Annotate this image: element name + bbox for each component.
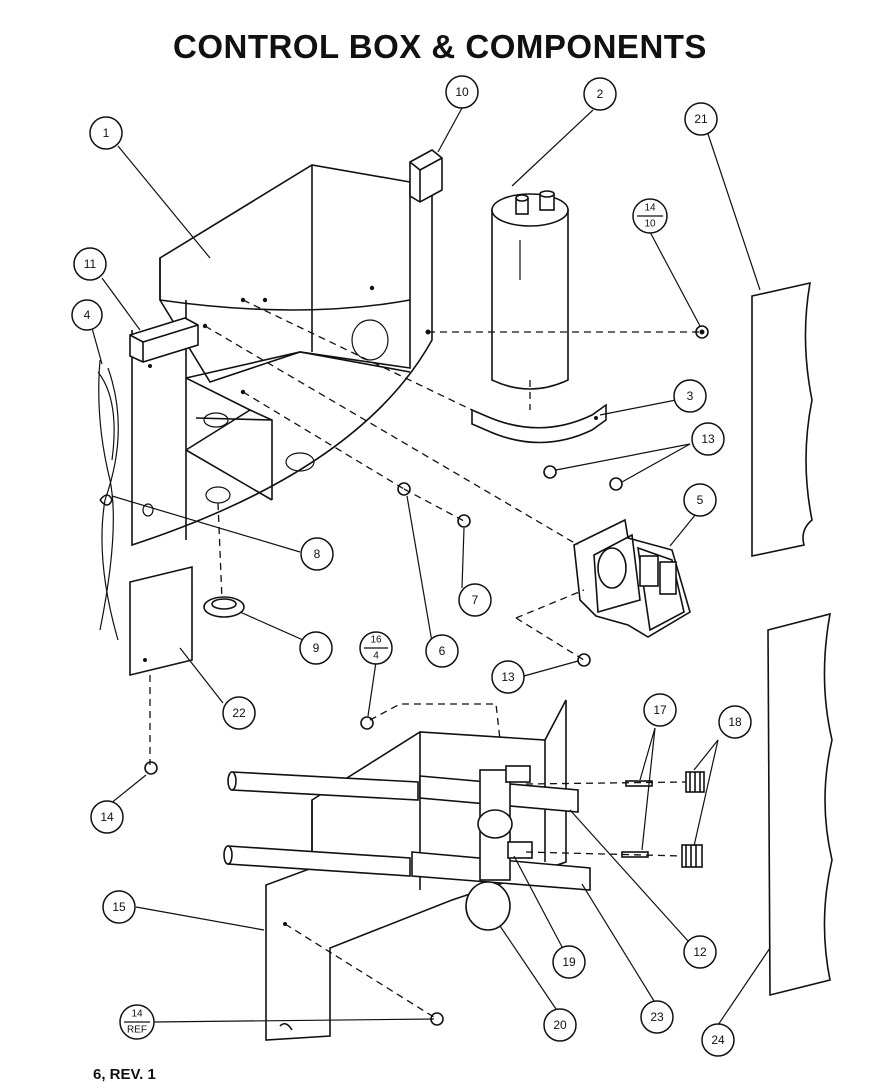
callout-17: 17 — [643, 693, 677, 727]
svg-text:15: 15 — [112, 900, 126, 914]
svg-text:9: 9 — [313, 641, 320, 655]
callout-8: 8 — [300, 537, 334, 571]
callout-15: 15 — [102, 890, 136, 924]
terminal-block-10 — [409, 149, 443, 203]
svg-text:14: 14 — [100, 810, 114, 824]
callout-9: 9 — [299, 631, 333, 665]
svg-text:13: 13 — [701, 432, 715, 446]
svg-text:12: 12 — [693, 945, 707, 959]
callout-22: 22 — [222, 696, 256, 730]
contactor — [573, 518, 691, 638]
svg-text:1: 1 — [103, 126, 110, 140]
svg-text:10: 10 — [644, 219, 656, 230]
callout-18: 18 — [718, 705, 752, 739]
callout-10: 10 — [445, 75, 479, 109]
assembly-lines — [149, 299, 700, 1020]
callout-19: 19 — [552, 945, 586, 979]
revision-label: 6, REV. 1 — [93, 1066, 156, 1083]
svg-text:REF: REF — [127, 1025, 147, 1036]
svg-text:8: 8 — [314, 547, 321, 561]
callout-16-4: 16 4 — [359, 631, 393, 665]
callout-13-bottom: 13 — [491, 660, 525, 694]
callout-12: 12 — [683, 935, 717, 969]
svg-text:2: 2 — [597, 87, 604, 101]
leader-lines — [91, 107, 771, 1026]
svg-text:24: 24 — [711, 1033, 725, 1047]
wire-harness — [97, 359, 119, 641]
svg-text:4: 4 — [84, 308, 91, 322]
service-valves — [223, 765, 591, 931]
terminal-block-11 — [129, 317, 199, 368]
screw-hardware — [144, 325, 709, 1026]
capacitor-bracket — [471, 403, 607, 444]
svg-text:18: 18 — [728, 715, 742, 729]
svg-text:20: 20 — [553, 1018, 567, 1032]
callout-2: 2 — [583, 77, 617, 111]
bushing — [203, 596, 245, 618]
svg-text:21: 21 — [694, 112, 708, 126]
callout-23: 23 — [640, 1000, 674, 1034]
diagram-title: CONTROL BOX & COMPONENTS — [173, 28, 707, 65]
callout-3: 3 — [673, 379, 707, 413]
svg-text:4: 4 — [373, 651, 379, 662]
svg-text:17: 17 — [653, 703, 667, 717]
side-panels — [751, 281, 833, 997]
callout-4: 4 — [71, 299, 103, 331]
callout-24: 24 — [701, 1023, 735, 1057]
svg-text:19: 19 — [562, 955, 576, 969]
callout-6: 6 — [425, 634, 459, 668]
svg-text:14: 14 — [131, 1009, 143, 1020]
svg-text:14: 14 — [644, 203, 656, 214]
svg-text:11: 11 — [84, 257, 97, 271]
svg-text:7: 7 — [472, 593, 479, 607]
svg-text:10: 10 — [455, 85, 469, 99]
callout-14-10: 14 10 — [632, 198, 668, 234]
callout-5: 5 — [683, 483, 717, 517]
svg-text:22: 22 — [232, 706, 246, 720]
svg-text:5: 5 — [697, 493, 704, 507]
svg-text:6: 6 — [439, 644, 446, 658]
callout-13-top: 13 — [691, 422, 725, 456]
svg-text:23: 23 — [650, 1010, 664, 1024]
capacitor — [491, 190, 569, 390]
svg-text:3: 3 — [687, 389, 694, 403]
valve-caps — [621, 771, 705, 868]
callout-20: 20 — [543, 1008, 577, 1042]
svg-text:16: 16 — [370, 635, 382, 646]
callout-1: 1 — [89, 116, 123, 150]
callout-14: 14 — [90, 800, 124, 834]
callout-7: 7 — [458, 583, 492, 617]
cover-plate-22 — [129, 565, 193, 677]
svg-text:13: 13 — [501, 670, 515, 684]
callout-21: 21 — [684, 102, 718, 136]
callout-14-ref: 14 REF — [119, 1004, 155, 1040]
control-box-housing — [131, 164, 433, 547]
callout-11: 11 — [73, 247, 107, 281]
